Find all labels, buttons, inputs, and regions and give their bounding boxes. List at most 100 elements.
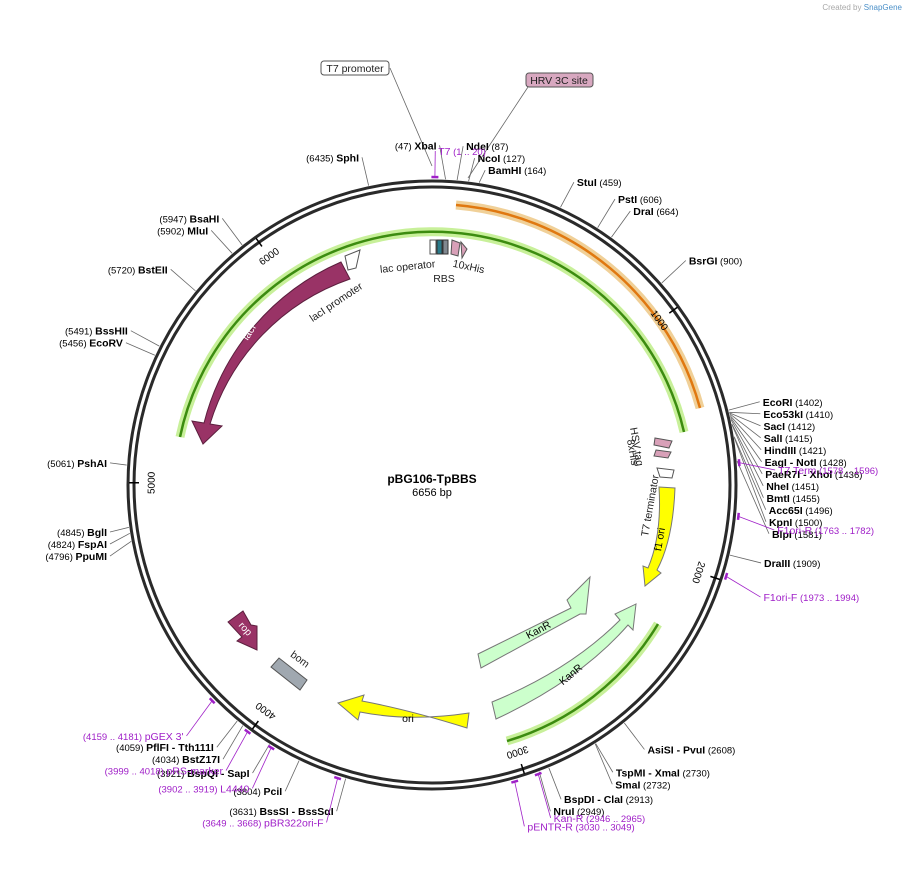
enzyme-label[interactable]: SacI (1412) (763, 421, 815, 433)
kanr-arrow-2[interactable] (491, 603, 637, 720)
his8-label: 8xHis (624, 438, 640, 466)
primer-label[interactable]: F1ori-F (1973 .. 1994) (764, 592, 860, 604)
enzyme-label[interactable]: BspDI - ClaI (2913) (564, 794, 653, 806)
enzyme-label[interactable]: StuI (459) (577, 177, 622, 189)
enzyme-position: (127) (500, 154, 525, 165)
enzyme-label[interactable]: PstI (606) (618, 194, 662, 206)
enzyme-label[interactable]: (5061) PshAI (47, 458, 107, 470)
enzyme-position: (1412) (785, 422, 815, 433)
enzyme-label[interactable]: BamHI (164) (488, 165, 546, 177)
enzyme-label[interactable]: NruI (2949) (553, 806, 604, 818)
primer-label[interactable]: Kan-R (2946 .. 2965) (554, 813, 646, 825)
enzyme-leader (210, 230, 233, 254)
primer-label[interactable]: T7 (1 .. 20) (438, 146, 486, 158)
enzyme-leader (736, 460, 770, 534)
enzyme-label[interactable]: (4034) BstZ17I (152, 754, 220, 766)
primer-range: (1973 .. 1994) (797, 593, 859, 604)
enzyme-label[interactable]: AsiSI - PvuI (2608) (647, 744, 735, 756)
enzyme-label[interactable]: PaeR7I - XhoI (1436) (765, 469, 862, 481)
enzyme-leader (125, 342, 156, 356)
enzyme-leader (439, 145, 446, 180)
enzyme-name: Eco53kI (763, 409, 803, 421)
enzyme-label[interactable]: (4059) PflFI - Tth111I (116, 742, 214, 754)
enzyme-label[interactable]: (3804) PciI (233, 786, 282, 798)
enzyme-label[interactable]: (5947) BsaHI (159, 213, 219, 225)
enzyme-position: (900) (717, 257, 742, 268)
enzyme-label[interactable]: BlpI (1581) (772, 529, 822, 541)
enzyme-leader (729, 413, 761, 439)
enzyme-label[interactable]: HindIII (1421) (764, 445, 826, 457)
primer-range: (3649 .. 3668) (202, 818, 264, 829)
enzyme-label[interactable]: (47) XbaI (395, 140, 437, 152)
primer-label[interactable]: (3902 .. 3919) L4440 (158, 783, 249, 795)
enzyme-label[interactable]: (5456) EcoRV (59, 338, 123, 350)
enzyme-position: (3921) (157, 769, 187, 780)
enzyme-label[interactable]: (4845) BglI (57, 527, 107, 539)
t7-terminator-arrow (656, 467, 675, 479)
enzyme-label[interactable]: EagI - NotI (1428) (765, 457, 847, 469)
enzyme-leader (594, 743, 613, 785)
enzyme-label[interactable]: (5902) MluI (157, 225, 208, 237)
enzyme-leader (624, 722, 645, 750)
enzyme-position: (87) (489, 142, 509, 153)
enzyme-position: (6435) (306, 153, 336, 164)
enzyme-label[interactable]: EcoRI (1402) (763, 397, 823, 409)
enzyme-position: (4034) (152, 755, 182, 766)
primer-label[interactable]: (3649 .. 3668) pBR322ori-F (202, 817, 323, 829)
primer-label[interactable]: (4159 .. 4181) pGEX 3' (83, 731, 184, 743)
ori-arrow[interactable] (336, 694, 470, 729)
enzyme-leader (478, 169, 486, 183)
enzyme-label[interactable]: NcoI (127) (478, 153, 526, 165)
enzyme-label[interactable]: TspMI - XmaI (2730) (616, 767, 710, 779)
enzyme-name: XbaI (414, 140, 436, 152)
enzyme-position: (4059) (116, 743, 146, 754)
enzyme-label[interactable]: NheI (1451) (766, 481, 819, 493)
enzyme-label[interactable]: Eco53kI (1410) (763, 409, 833, 421)
enzyme-label[interactable]: (3631) BssSI - BssSαI (229, 806, 333, 818)
primer-label[interactable]: pENTR-R (3030 .. 3049) (527, 821, 634, 833)
primer-label[interactable]: F1ori-R (1763 .. 1782) (777, 525, 874, 537)
primer-mark (534, 771, 542, 777)
enzyme-label[interactable]: BmtI (1455) (766, 493, 819, 505)
lacI-arrow[interactable] (191, 261, 351, 445)
primer-range: (1 .. 20) (451, 147, 486, 158)
kanr-arrow-1[interactable] (477, 575, 591, 669)
enzyme-label[interactable]: (4796) PpuMI (45, 551, 107, 563)
tick-label: 5000 (147, 471, 158, 494)
enzyme-label[interactable]: (5720) BstEII (108, 264, 168, 276)
enzyme-name: EagI - NotI (765, 457, 817, 469)
enzyme-label[interactable]: (6435) SphI (306, 152, 359, 164)
enzyme-label[interactable]: NdeI (87) (466, 141, 508, 153)
primer-range: (4159 .. 4181) (83, 732, 145, 743)
enzyme-label[interactable]: BsrGI (900) (689, 256, 742, 268)
enzyme-label[interactable]: KpnI (1500) (769, 517, 822, 529)
rbs-box (436, 239, 443, 255)
enzyme-name: PshAI (77, 458, 107, 470)
primer-leader (326, 778, 338, 823)
enzyme-label[interactable]: (5491) BssHII (65, 326, 128, 338)
enzyme-label[interactable]: (3921) BspQI - SapI (157, 768, 250, 780)
enzyme-leader (284, 760, 300, 792)
enzyme-label[interactable]: SmaI (2732) (615, 779, 670, 791)
enzyme-leader (560, 181, 575, 208)
ori-label: ori (402, 713, 414, 725)
enzyme-label[interactable]: Acc65I (1496) (769, 505, 833, 517)
primer-label[interactable]: T7 Term (1578 .. 1596) (778, 465, 878, 477)
primer-mark (244, 728, 252, 735)
enzyme-labels-right: NdeI (87)NcoI (127)BamHI (164) StuI (459)… (456, 141, 862, 818)
enzyme-position: (4845) (57, 528, 87, 539)
enzyme-leader (130, 330, 160, 347)
enzyme-label[interactable]: SalI (1415) (764, 433, 813, 445)
rop-arrow[interactable] (227, 610, 258, 651)
enzyme-leader (728, 401, 760, 411)
enzyme-name: NdeI (466, 141, 489, 153)
enzyme-label[interactable]: (4824) FspAI (48, 539, 107, 551)
credit: Created by SnapGene (822, 3, 902, 12)
enzyme-name: BspQI - SapI (187, 768, 250, 780)
enzyme-leader (611, 210, 631, 238)
backbone-outer (126, 179, 738, 791)
enzyme-label[interactable]: DraI (664) (633, 206, 678, 218)
enzyme-label[interactable]: DraIII (1909) (764, 558, 820, 570)
enzyme-position: (1909) (790, 559, 820, 570)
primer-label[interactable]: (3999 .. 4018) pRS-marker (105, 766, 224, 778)
